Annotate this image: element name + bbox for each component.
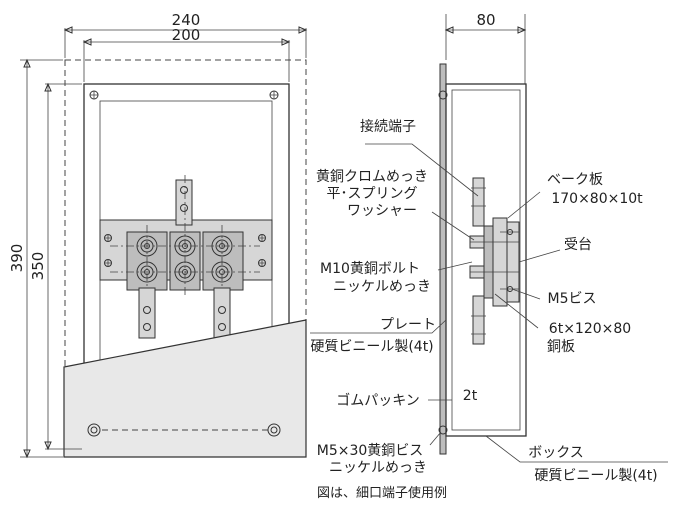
upper-terminal-lug xyxy=(175,179,193,226)
label-box-1: ボックス xyxy=(528,445,584,461)
width-outer-dimension: 240 xyxy=(172,11,201,29)
label-plate-2: 硬質ビニール製(4t) xyxy=(310,339,433,355)
leader-bolt xyxy=(437,261,473,271)
label-screw-1: M5×30黄銅ビス xyxy=(317,442,424,459)
label-copper-1: 6t×120×80 xyxy=(549,321,631,337)
label-bake-1: ベーク板 xyxy=(547,172,603,188)
leader-terminal xyxy=(365,143,479,197)
label-thickness: 2t xyxy=(463,388,478,404)
side-terminal-upper xyxy=(472,177,485,227)
side-terminals xyxy=(471,177,486,345)
cover-plate xyxy=(63,319,307,458)
leader-m5 xyxy=(511,288,541,300)
figure-caption: 図は、細口端子使用例 xyxy=(317,485,447,501)
bottom-screws xyxy=(87,423,281,437)
leader-screw xyxy=(429,431,442,446)
label-washer-3: ワッシャー xyxy=(347,203,417,219)
label-gasket: ゴムパッキン xyxy=(336,392,420,409)
depth-dimension: 80 xyxy=(476,11,495,29)
label-m5-screw: M5ビス xyxy=(548,291,597,307)
leader-copper xyxy=(494,293,539,329)
side-terminal-lower xyxy=(472,295,485,345)
height-outer-dimension: 390 xyxy=(8,244,26,273)
outer-envelope xyxy=(64,59,307,458)
leader-bake xyxy=(507,191,541,219)
label-bolt-2: ニッケルめっき xyxy=(333,279,431,295)
copper-plate-right xyxy=(202,231,244,291)
leader-receiver xyxy=(518,249,561,263)
leader-plate xyxy=(310,319,447,334)
leader-washer xyxy=(431,211,475,241)
label-terminal: 接続端子 xyxy=(360,118,416,135)
side-box-inner-wall xyxy=(451,89,521,431)
label-washer-1: 黄銅クロムめっき xyxy=(316,168,428,185)
height-inner-dimension: 350 xyxy=(29,252,47,281)
side-copper-plate xyxy=(483,225,494,299)
side-view: 80 xyxy=(310,11,668,484)
label-box-2: 硬質ビニール製(4t) xyxy=(534,468,657,484)
side-cover-plate xyxy=(439,63,447,455)
bake-board xyxy=(492,217,508,307)
label-screw-2: ニッケルめっき xyxy=(329,460,427,476)
width-inner-dimension: 200 xyxy=(172,26,201,44)
corner-screws xyxy=(89,90,279,100)
side-bolts xyxy=(469,229,519,292)
leader-box xyxy=(485,435,668,463)
label-washer-2: 平･スプリング xyxy=(327,186,418,202)
label-bake-2: 170×80×10t xyxy=(551,191,643,207)
label-plate-1: プレート xyxy=(380,317,436,333)
label-bolt-1: M10黄銅ボルト xyxy=(320,260,420,277)
front-view: 240 200 390 350 xyxy=(8,11,308,459)
label-receiver: 受台 xyxy=(564,237,592,253)
base-screws xyxy=(104,234,266,267)
label-copper-2: 銅板 xyxy=(547,339,575,355)
